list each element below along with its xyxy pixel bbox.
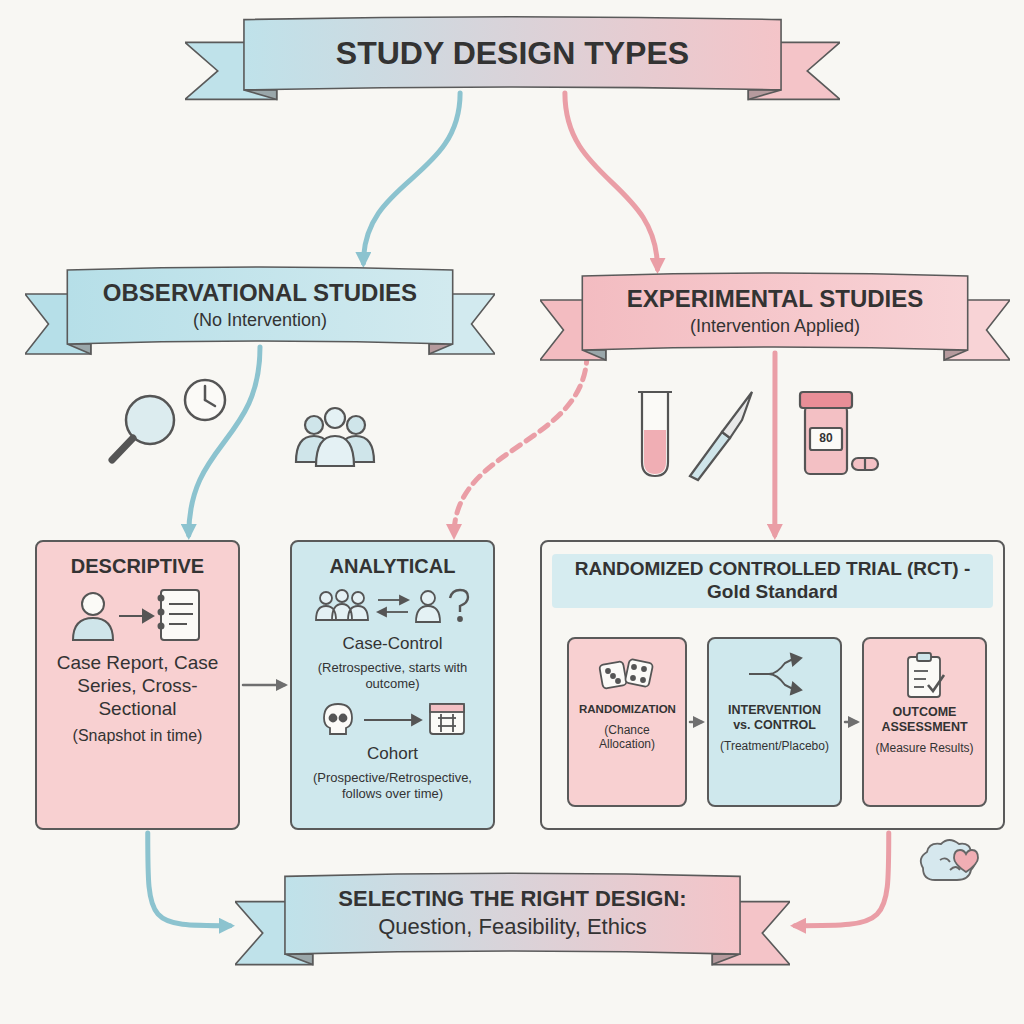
node-heading: RANDOMIZATION	[579, 703, 675, 717]
connector-arrow	[189, 347, 260, 535]
node-text: (No Intervention)	[193, 310, 327, 332]
title-banner: STUDY DESIGN TYPES	[185, 12, 840, 107]
node-text: (Treatment/Placebo)	[720, 739, 829, 753]
step-box: RANDOMIZATION (Chance Allocation)	[567, 637, 687, 807]
node-heading: DESCRIPTIVE	[71, 554, 204, 578]
pill-bottle-icon	[800, 392, 878, 474]
node-content: ANALYTICAL Case-Control (Retrospective, s…	[292, 542, 493, 813]
node-text: (Chance Allocation)	[579, 723, 675, 752]
trial-box: RANDOMIZED CONTROLLED TRIAL (RCT) - Gold…	[540, 540, 1005, 830]
node-text: (Measure Results)	[875, 741, 973, 755]
split-arrow-icon	[743, 651, 807, 697]
category-banner: EXPERIMENTAL STUDIES(Intervention Applie…	[540, 268, 1010, 368]
step-box: OUTCOME ASSESSMENT (Measure Results)	[862, 637, 987, 807]
node-text: Question, Feasibility, Ethics	[378, 914, 647, 940]
node-text: Case Report, Case Series, Cross-Sectiona…	[47, 652, 228, 720]
connector-arrow	[454, 353, 587, 535]
node-heading: EXPERIMENTAL STUDIES	[627, 285, 923, 314]
node-content: SELECTING THE RIGHT DESIGN:Question, Fea…	[296, 876, 729, 950]
groups-compare-icon	[308, 584, 478, 628]
node-heading: STUDY DESIGN TYPES	[336, 34, 689, 72]
connector-arrow	[565, 93, 658, 269]
person-notebook-icon	[63, 584, 213, 646]
node-content: OUTCOME ASSESSMENT (Measure Results)	[864, 639, 985, 767]
clipboard-icon	[900, 651, 950, 699]
node-content: RANDOMIZATION (Chance Allocation)	[569, 639, 685, 764]
connector-arrow	[795, 833, 889, 926]
dice-icon	[595, 651, 659, 697]
step-box: INTERVENTION vs. CONTROL (Treatment/Place…	[707, 637, 842, 807]
connector-arrow	[363, 93, 460, 263]
connector-arrow	[690, 721, 702, 724]
test-tube-icon	[638, 392, 672, 476]
node-content: EXPERIMENTAL STUDIES(Intervention Applie…	[592, 276, 959, 346]
node-content: OBSERVATIONAL STUDIES(No Intervention)	[77, 270, 444, 340]
node-text: (Prospective/Retrospective, follows over…	[302, 770, 483, 801]
people-icon	[296, 408, 374, 466]
node-content: STUDY DESIGN TYPES	[257, 20, 768, 87]
node-heading: OBSERVATIONAL STUDIES	[103, 279, 417, 308]
brain-heart-icon	[921, 840, 978, 880]
magnifier-clock-icon	[112, 380, 225, 460]
node-heading: SELECTING THE RIGHT DESIGN:	[338, 886, 686, 912]
bottle-label: 80	[810, 431, 842, 445]
node-content: INTERVENTION vs. CONTROL (Treatment/Place…	[709, 639, 840, 765]
design-box: ANALYTICAL Case-Control (Retrospective, s…	[290, 540, 495, 830]
conclusion-banner: SELECTING THE RIGHT DESIGN:Question, Fea…	[235, 868, 790, 973]
node-text: (Snapshot in time)	[73, 726, 203, 745]
connector-arrow	[772, 353, 777, 535]
node-text: (Retrospective, starts with outcome)	[302, 660, 483, 691]
node-heading: ANALYTICAL	[330, 554, 456, 578]
skull-calendar-icon	[308, 698, 478, 738]
node-text: (Intervention Applied)	[690, 316, 860, 338]
connector-arrow	[148, 833, 230, 926]
scalpel-icon	[690, 392, 752, 480]
connector-arrow	[845, 721, 857, 724]
node-text: Cohort	[367, 744, 418, 764]
design-box: DESCRIPTIVE Case Report, Case Series, Cr…	[35, 540, 240, 830]
node-content: DESCRIPTIVE Case Report, Case Series, Cr…	[37, 542, 238, 758]
connector-arrow	[243, 684, 285, 687]
node-content: RANDOMIZED CONTROLLED TRIAL (RCT) - Gold…	[542, 542, 1003, 620]
node-heading: INTERVENTION vs. CONTROL	[719, 703, 830, 733]
node-heading: RANDOMIZED CONTROLLED TRIAL (RCT) - Gold…	[552, 554, 993, 608]
node-heading: OUTCOME ASSESSMENT	[874, 705, 975, 735]
node-text: Case-Control	[342, 634, 442, 654]
category-banner: OBSERVATIONAL STUDIES(No Intervention)	[25, 262, 495, 362]
